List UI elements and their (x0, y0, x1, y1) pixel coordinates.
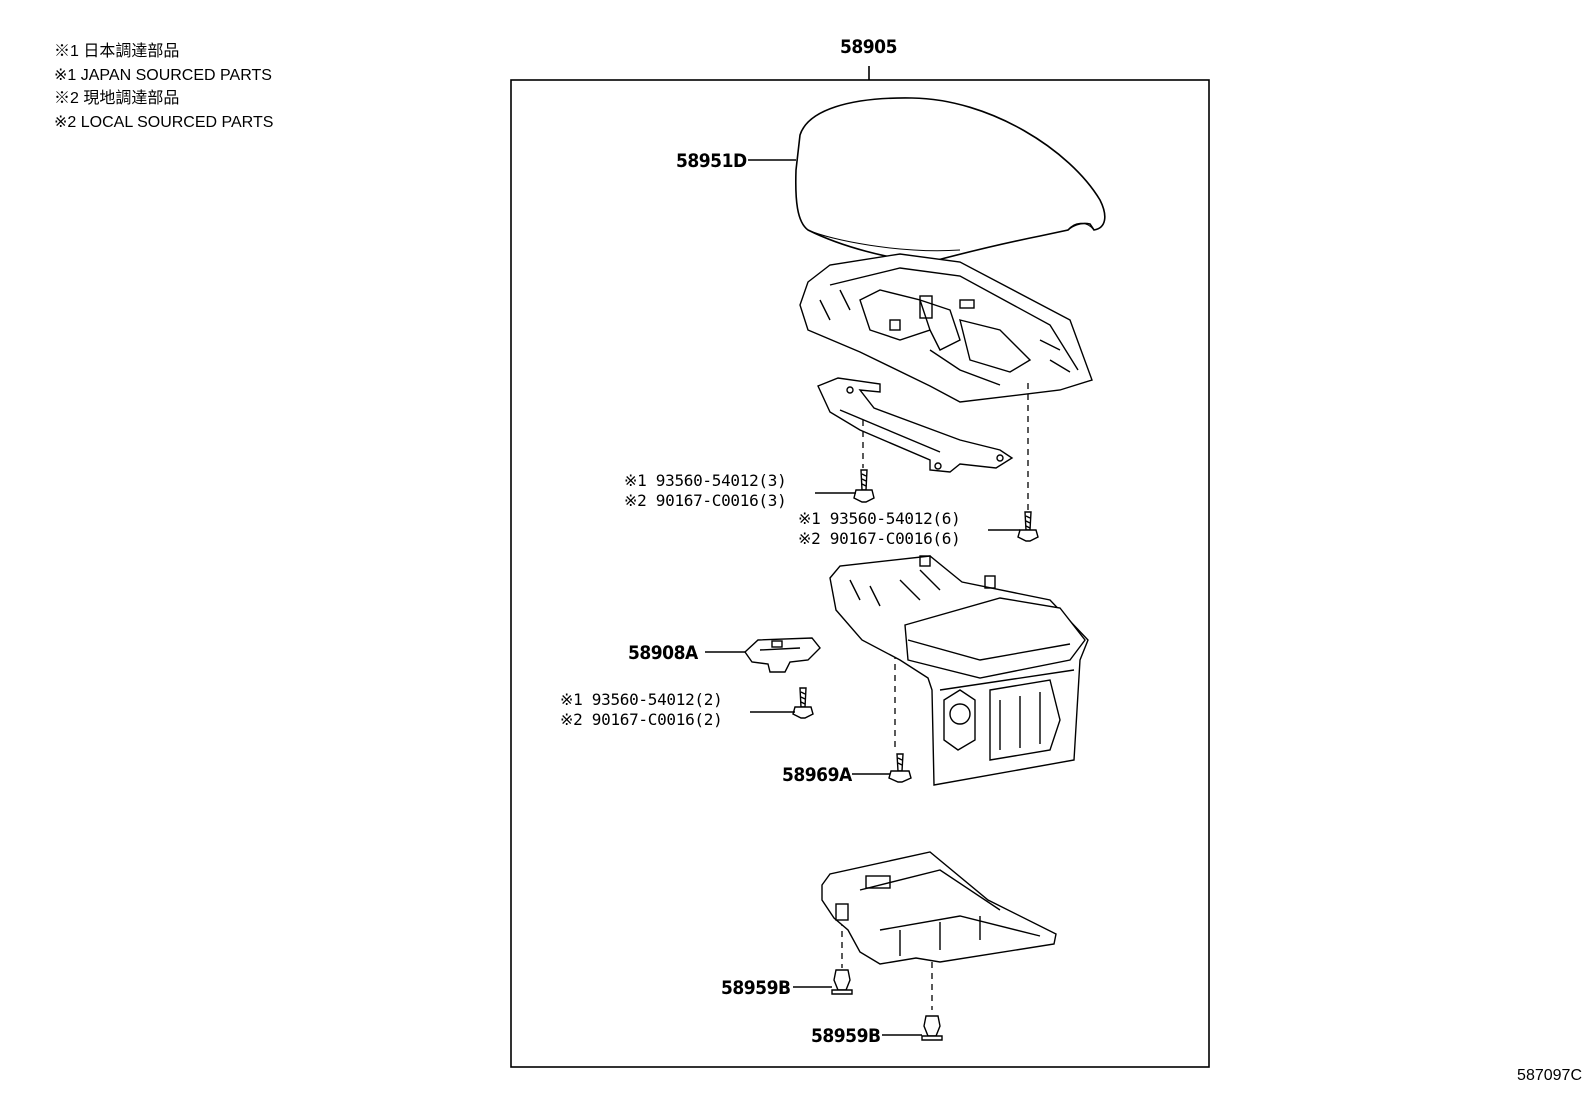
screw-group3-line1: ※1 93560-54012(3) (624, 471, 787, 490)
screw-group3 (853, 469, 875, 503)
legend-line-3: ※2 現地調達部品 (54, 90, 180, 107)
screw-group6 (1017, 511, 1039, 542)
inner-frame (799, 253, 1093, 403)
plate-bracket (817, 377, 1014, 473)
screw-center (888, 753, 912, 783)
label-58908a: 58908A (628, 642, 698, 664)
clip-58959b-2 (921, 1015, 943, 1041)
label-58969a: 58969A (782, 764, 852, 786)
screw-group3-line2: ※2 90167-C0016(3) (624, 491, 787, 510)
label-58951d: 58951D (676, 150, 747, 172)
legend-line-4: ※2 LOCAL SOURCED PARTS (54, 113, 274, 131)
legend-line-1: ※1 日本調達部品 (54, 43, 180, 60)
screw-group6-line2: ※2 90167-C0016(6) (798, 529, 961, 548)
legend: ※1 日本調達部品 ※1 JAPAN SOURCED PARTS ※2 現地調達… (54, 40, 273, 134)
clip-58959b-1 (831, 969, 853, 995)
legend-line-2: ※1 JAPAN SOURCED PARTS (54, 66, 272, 84)
screw-group2-line1: ※1 93560-54012(2) (560, 690, 723, 709)
leaders (705, 492, 1020, 1036)
screw-group2-line2: ※2 90167-C0016(2) (560, 710, 723, 729)
label-58959b-2: 58959B (811, 1025, 881, 1047)
clip-58908a (744, 637, 821, 673)
armrest-lid (794, 97, 1106, 263)
drawing-code: 587097C (1517, 1067, 1582, 1084)
screw-group2 (792, 687, 814, 719)
bottom-tray (821, 851, 1057, 965)
assembly-label: 58905 (840, 36, 897, 58)
label-58959b-1: 58959B (721, 977, 791, 999)
lower-mechanism (829, 555, 1089, 786)
assembly-frame (510, 79, 1210, 1068)
screw-group6-line1: ※1 93560-54012(6) (798, 509, 961, 528)
